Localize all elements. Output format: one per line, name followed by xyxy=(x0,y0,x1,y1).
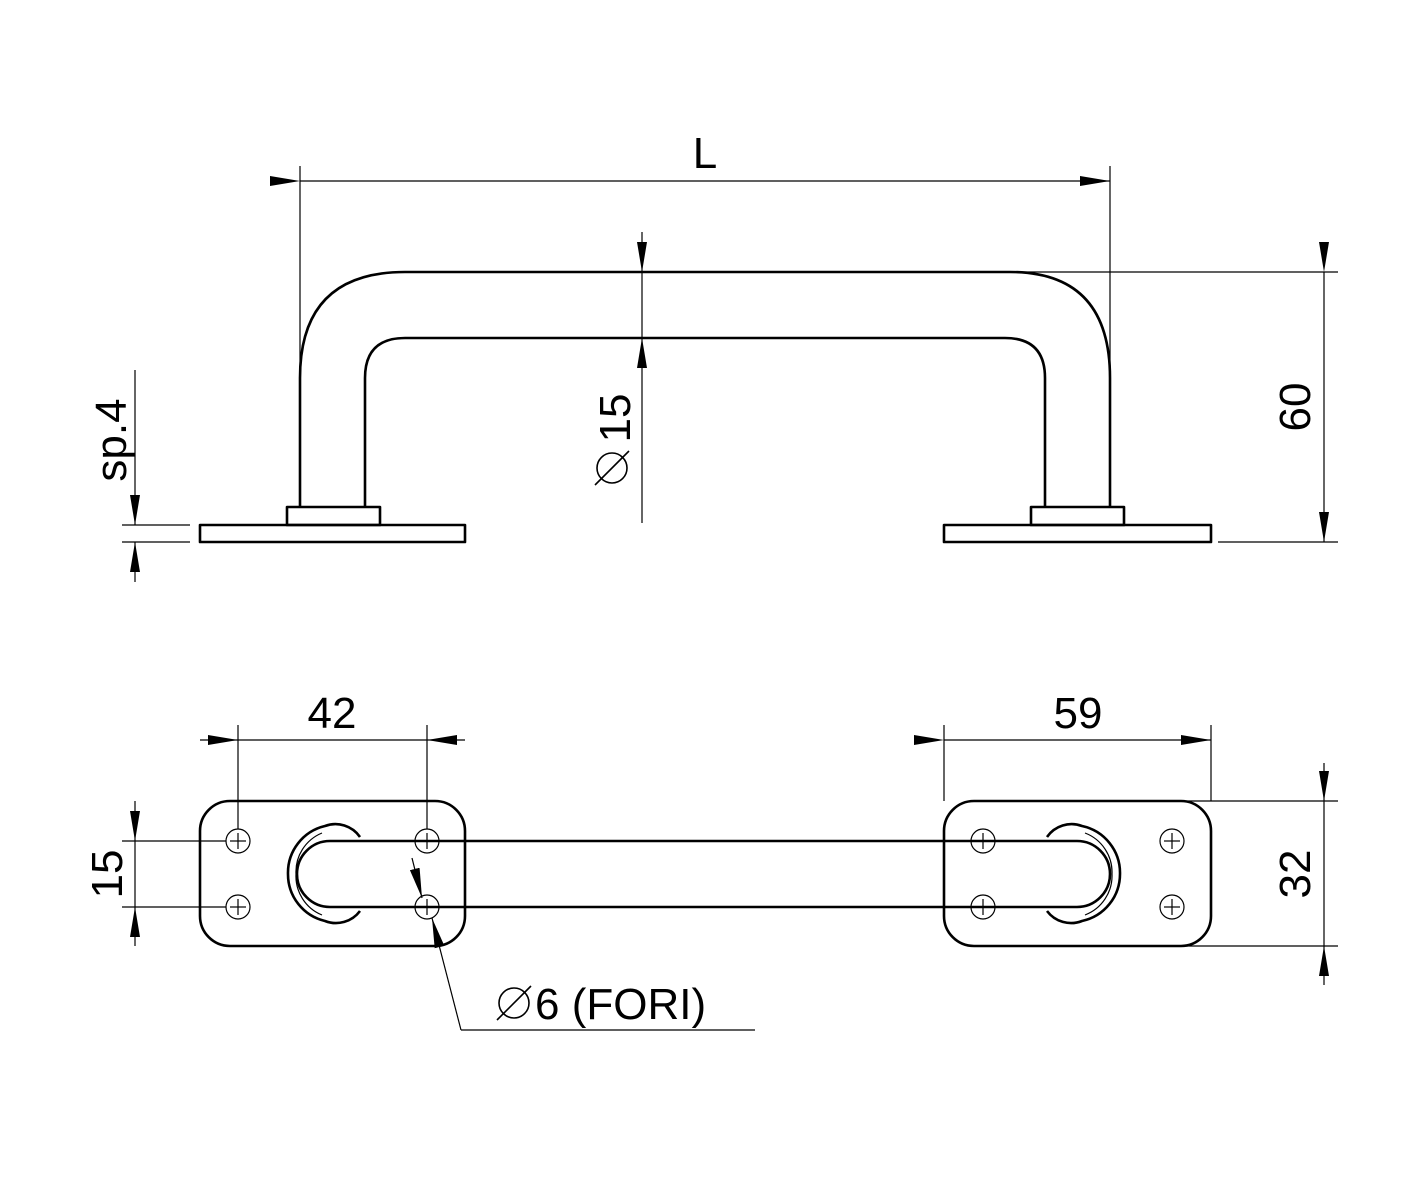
hole-spacing-dimension: 15 xyxy=(83,801,226,946)
left-base-plate xyxy=(198,523,467,544)
left-bar-end xyxy=(286,822,465,925)
right-collar xyxy=(1029,505,1126,527)
right-plate-width-dimension: 59 xyxy=(914,689,1212,801)
handle-inner-profile xyxy=(363,336,1047,507)
height-dimension: 60 xyxy=(1010,242,1338,543)
tube-diameter-dimension: 15 xyxy=(591,232,647,523)
left-plate-width-label: 42 xyxy=(308,689,357,738)
left-plate-outline xyxy=(198,799,467,948)
plate-height-dimension: 32 xyxy=(1181,763,1338,985)
right-plate-width-label: 59 xyxy=(1054,689,1103,738)
holes-note-label: 6 (FORI) xyxy=(535,980,706,1029)
right-plate-outline xyxy=(942,799,1213,948)
hole-spacing-label: 15 xyxy=(83,850,132,899)
plate-thickness-label: sp.4 xyxy=(87,398,136,481)
length-dimension: L xyxy=(270,129,1111,378)
plate-height-label: 32 xyxy=(1271,850,1320,899)
left-collar xyxy=(285,505,382,527)
mounting-hole-icon xyxy=(414,894,440,920)
mounting-hole-icon xyxy=(1159,828,1185,854)
side-view: L 60 15 sp.4 xyxy=(87,129,1338,582)
height-label: 60 xyxy=(1271,383,1320,432)
diameter-symbol-icon xyxy=(594,450,630,486)
length-label: L xyxy=(693,129,717,178)
hole-diameter-leader: 6 (FORI) xyxy=(409,857,755,1031)
mounting-hole-icon xyxy=(970,894,996,920)
mounting-hole-icon xyxy=(970,828,996,854)
top-view: 42 59 15 32 xyxy=(83,689,1338,1031)
diameter-symbol-icon xyxy=(496,985,532,1021)
left-plate-width-dimension: 42 xyxy=(200,689,465,829)
mounting-hole-icon xyxy=(1159,894,1185,920)
mounting-hole-icon xyxy=(225,828,251,854)
tube-diameter-label: 15 xyxy=(591,394,640,443)
right-base-plate xyxy=(942,523,1213,544)
handle-outer-profile xyxy=(298,270,1112,507)
plate-thickness-dimension: sp.4 xyxy=(87,370,190,582)
right-bar-end xyxy=(944,822,1122,925)
mounting-hole-icon xyxy=(225,894,251,920)
